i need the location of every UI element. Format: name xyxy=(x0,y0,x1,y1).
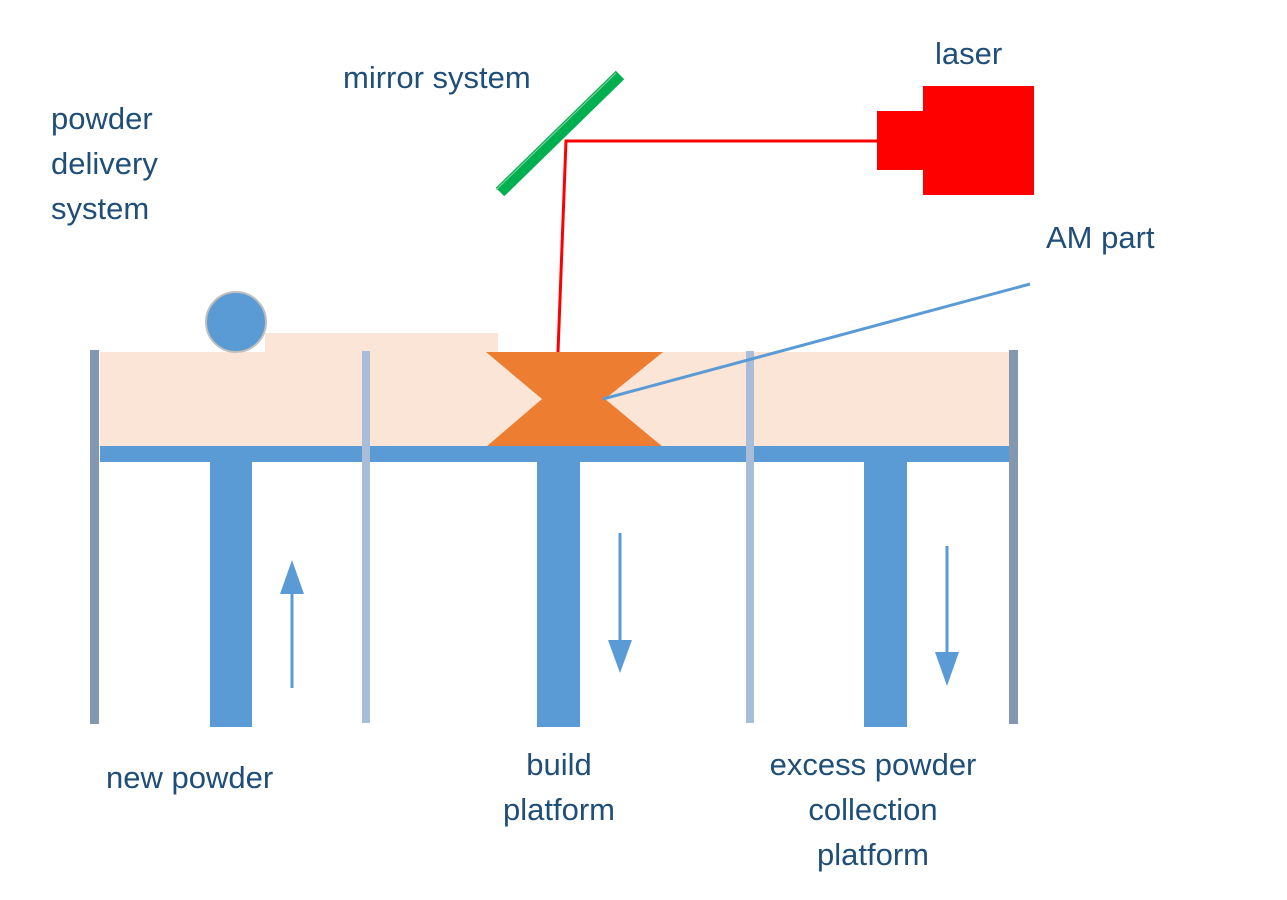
platform-bar xyxy=(100,446,1010,462)
laser-nozzle xyxy=(877,111,925,170)
divider-left xyxy=(362,351,370,723)
powder-delivery-line-2: delivery xyxy=(51,146,158,181)
build-platform-piston xyxy=(537,460,580,727)
excess-powder-label: excess powder collection platform xyxy=(743,742,1003,877)
am-part-leader-line xyxy=(602,282,1031,401)
build-platform-arrow xyxy=(608,533,632,673)
divider-right xyxy=(746,351,754,723)
laser-beam xyxy=(556,139,878,353)
right-wall xyxy=(1009,350,1018,724)
mirror-system-label: mirror system xyxy=(343,60,531,95)
laser-label: laser xyxy=(935,36,1003,71)
laser-body xyxy=(923,86,1034,195)
excess-powder-piston xyxy=(864,460,907,727)
excess-powder-line-1: excess powder xyxy=(769,747,977,782)
am-part xyxy=(486,352,663,447)
new-powder-piston xyxy=(210,460,252,727)
excess-powder-line-2: collection xyxy=(808,792,938,827)
excess-powder-arrow xyxy=(935,546,959,686)
excess-powder-line-3: platform xyxy=(817,837,929,872)
am-part-label: AM part xyxy=(1046,220,1155,255)
powder-delivery-line-1: powder xyxy=(51,101,153,136)
mirror-edge xyxy=(495,72,617,191)
powder-delivery-line-3: system xyxy=(51,191,150,226)
build-platform-line-1: build xyxy=(526,747,592,782)
powder-spread-layer xyxy=(265,333,498,353)
recoater-roller xyxy=(205,291,267,353)
new-powder-arrow xyxy=(280,560,304,688)
mirror xyxy=(495,70,625,197)
left-wall xyxy=(90,350,99,724)
powder-delivery-label: powder delivery system xyxy=(51,96,158,231)
build-platform-line-2: platform xyxy=(503,792,615,827)
build-platform-label: build platform xyxy=(469,742,649,832)
new-powder-label: new powder xyxy=(106,760,274,795)
